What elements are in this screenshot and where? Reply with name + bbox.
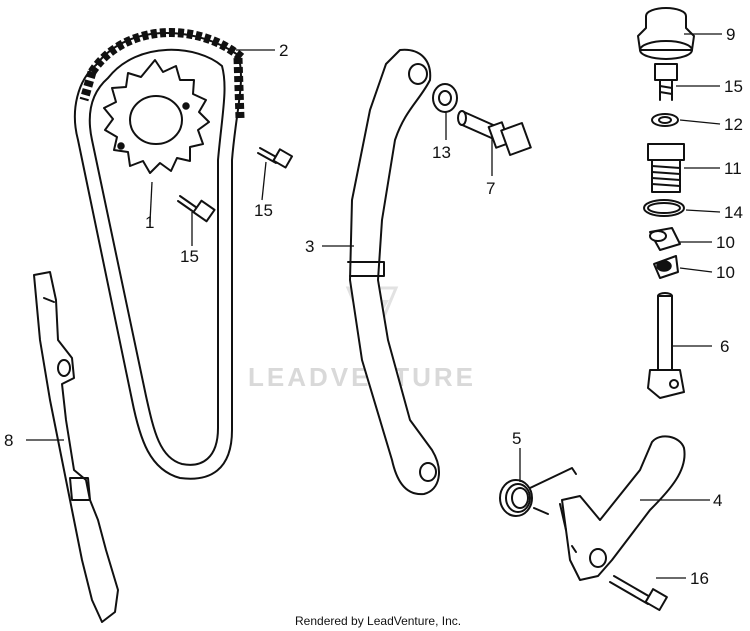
callout-9: 9 xyxy=(726,25,735,44)
callout-6: 6 xyxy=(720,337,729,356)
watermark-text: LEADVENTURE xyxy=(248,362,476,392)
callout-1: 1 xyxy=(145,213,154,232)
sealing-cap xyxy=(637,7,695,60)
callout-11: 11 xyxy=(724,159,742,178)
callout-12: 12 xyxy=(724,115,743,134)
tensioner-slipper xyxy=(347,48,440,496)
wedge-upper xyxy=(649,227,681,251)
callout-13: 13 xyxy=(432,143,451,162)
sprocket-bolt-lower xyxy=(177,195,216,223)
o-ring xyxy=(643,199,685,217)
sprocket-bolt-right xyxy=(257,147,294,169)
tensioner-rod xyxy=(647,292,685,399)
callout-15-tensioner: 15 xyxy=(724,77,743,96)
tensioner-spring xyxy=(499,467,577,517)
washer xyxy=(432,83,458,113)
tensioner-bolt xyxy=(654,63,678,101)
callout-16: 16 xyxy=(690,569,709,588)
cam-chain xyxy=(73,28,245,480)
tensioner-arm xyxy=(559,435,686,581)
callout-14: 14 xyxy=(724,203,743,222)
callout-4: 4 xyxy=(713,491,722,510)
cam-sprocket xyxy=(103,59,210,174)
wedge-lower xyxy=(653,255,679,279)
callout-2: 2 xyxy=(279,41,288,60)
leader-lines xyxy=(26,33,722,579)
callout-8: 8 xyxy=(4,431,13,450)
callout-15-sprocket-lower: 15 xyxy=(180,247,199,266)
chain-guide xyxy=(33,271,119,623)
footer-credit: Rendered by LeadVenture, Inc. xyxy=(295,614,461,628)
callout-15-sprocket-right: 15 xyxy=(254,201,273,220)
callout-5: 5 xyxy=(512,429,521,448)
pivot-bolt xyxy=(457,110,532,156)
callout-10-upper: 10 xyxy=(716,233,735,252)
callout-10-lower: 10 xyxy=(716,263,735,282)
arm-bolt xyxy=(609,575,668,612)
tensioner-nut xyxy=(647,143,685,193)
callout-3: 3 xyxy=(305,237,314,256)
callout-7: 7 xyxy=(486,179,495,198)
sealing-washer xyxy=(651,113,679,127)
